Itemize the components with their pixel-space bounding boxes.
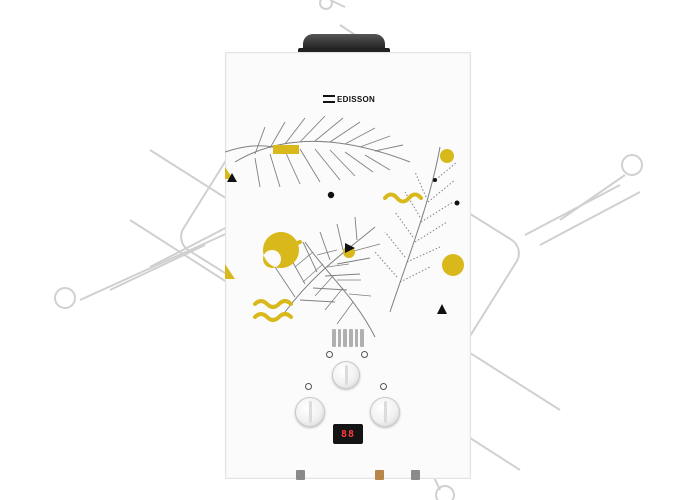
gas-inlet-fitting	[375, 470, 384, 480]
brand-mark-icon	[323, 95, 335, 103]
water-flow-knob[interactable]	[295, 397, 325, 427]
flue-vent-rim	[298, 48, 390, 55]
status-grille	[332, 329, 364, 347]
mode-knob[interactable]	[332, 361, 360, 389]
brand-logo: EDISSON	[323, 92, 375, 106]
temperature-display: 88	[333, 424, 363, 444]
water-inlet-fitting	[296, 470, 305, 480]
snowflake-icon	[326, 351, 333, 358]
tropical-leaf-decor	[225, 115, 464, 338]
power-icon	[305, 383, 312, 390]
flame-icon	[380, 383, 387, 390]
gas-power-knob[interactable]	[370, 397, 400, 427]
temperature-display-value: 88	[340, 428, 356, 440]
brand-name: EDISSON	[337, 94, 376, 104]
temperature-icon	[361, 351, 368, 358]
water-outlet-fitting	[411, 470, 420, 480]
